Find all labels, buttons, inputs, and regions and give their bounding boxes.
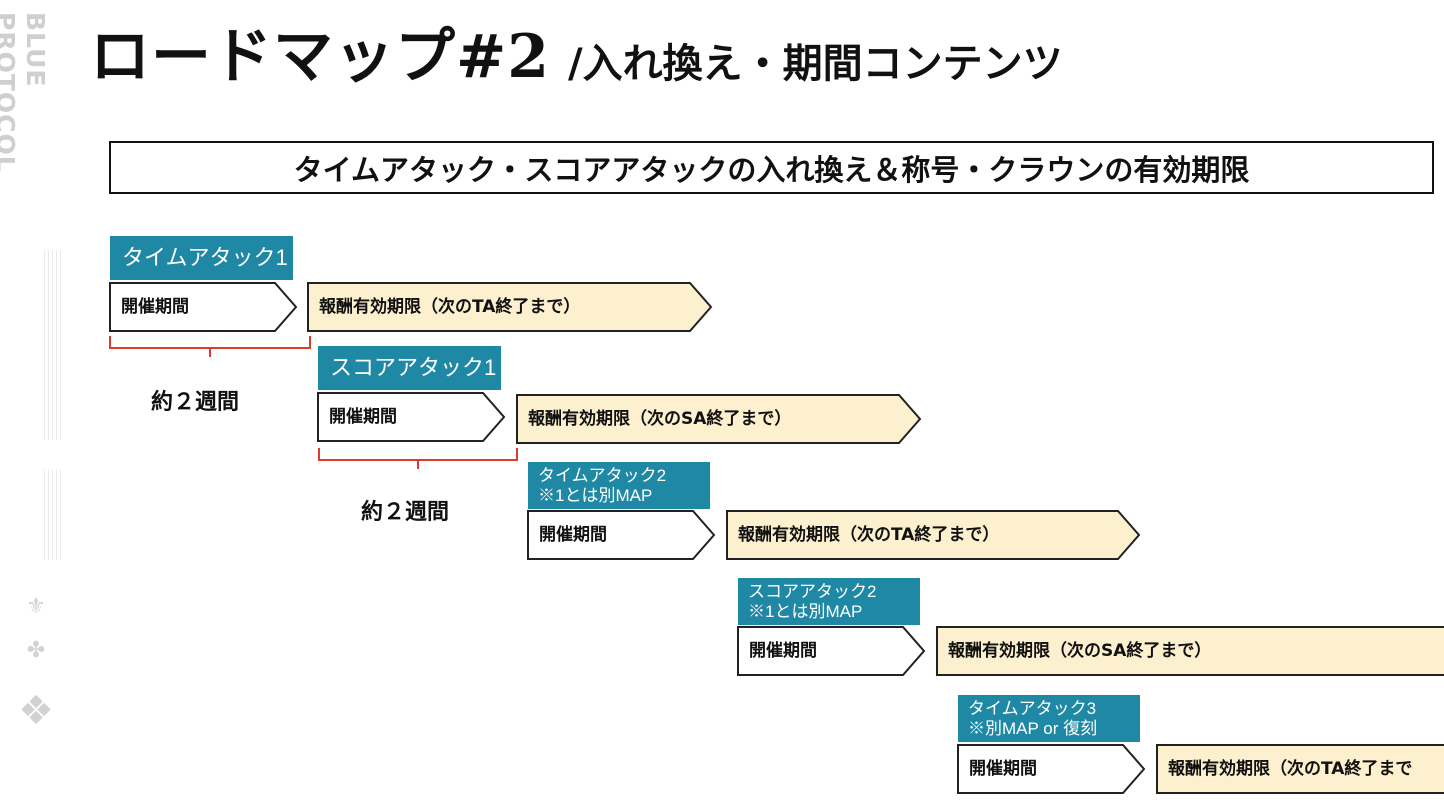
crest-icon: ❖ — [18, 688, 54, 734]
span-label-2: 約２週間 — [361, 500, 450, 525]
reward-label: 報酬有効期限（次のSA終了まで） — [948, 641, 1212, 661]
event-tag-sa2: スコアアタック2 ※1とは別MAP — [738, 578, 920, 625]
headline-text: タイムアタック・スコアアタックの入れ換え＆称号・クラウンの有効期限 — [293, 152, 1250, 187]
period-label: 開催期間 — [749, 641, 817, 661]
brand-strip: BLUE PROTOCOL ⚜ ✤ ❖ — [0, 0, 70, 809]
period-arrow-ta2: 開催期間 — [527, 510, 716, 560]
event-tag-line: タイムアタック2 — [538, 466, 667, 485]
headline-box: タイムアタック・スコアアタックの入れ換え＆称号・クラウンの有効期限 — [109, 141, 1434, 194]
event-tag-line: スコアアタック2 — [748, 582, 877, 601]
period-label: 開催期間 — [329, 407, 397, 427]
brand-fine-print-2 — [44, 470, 64, 560]
event-tag-note: ※1とは別MAP — [748, 602, 863, 621]
event-tag-ta2: タイムアタック2 ※1とは別MAP — [528, 462, 710, 509]
reward-chevron — [307, 282, 713, 332]
period-label: 開催期間 — [969, 759, 1037, 779]
event-tag-ta3: タイムアタック3 ※別MAP or 復刻 — [958, 695, 1140, 742]
event-tag-note: ※1とは別MAP — [538, 486, 653, 505]
event-tag-ta1: タイムアタック1 — [110, 236, 293, 280]
reward-arrow-sa2: 報酬有効期限（次のSA終了まで） — [936, 626, 1444, 676]
event-tag-line: スコアアタック1 — [330, 355, 497, 380]
page-title-main: ロードマップ#2 — [90, 22, 551, 92]
brand-logo: BLUE PROTOCOL — [0, 12, 50, 173]
period-chevron — [317, 392, 506, 442]
reward-arrow-ta3: 報酬有効期限（次のTA終了まで — [1156, 744, 1444, 794]
span-bracket-1 — [109, 336, 311, 357]
reward-arrow-sa1: 報酬有効期限（次のSA終了まで） — [516, 394, 922, 444]
period-arrow-ta3: 開催期間 — [957, 744, 1146, 794]
span-label-1: 約２週間 — [151, 390, 240, 415]
period-chevron — [109, 282, 298, 332]
event-tag-line: タイムアタック3 — [968, 699, 1097, 718]
reward-chevron — [1156, 744, 1444, 794]
reward-label: 報酬有効期限（次のTA終了まで） — [738, 525, 1000, 545]
period-arrow-sa2: 開催期間 — [737, 626, 926, 676]
brand-glyphs: ⚜ ✤ ❖ — [16, 592, 56, 734]
reward-label: 報酬有効期限（次のTA終了まで — [1168, 759, 1413, 779]
period-arrow-ta1: 開催期間 — [109, 282, 298, 332]
period-chevron — [957, 744, 1146, 794]
brand-fine-print — [44, 250, 64, 440]
reward-chevron — [936, 626, 1444, 676]
period-chevron — [527, 510, 716, 560]
page-title: ロードマップ#2 /入れ換え・期間コンテンツ — [90, 8, 1063, 108]
page-title-sub: /入れ換え・期間コンテンツ — [568, 41, 1063, 87]
event-tag-line: タイムアタック1 — [122, 245, 288, 270]
reward-label: 報酬有効期限（次のSA終了まで） — [528, 409, 792, 429]
reward-chevron — [516, 394, 922, 444]
reward-chevron — [726, 510, 1141, 560]
span-bracket-2 — [318, 448, 518, 469]
reward-arrow-ta2: 報酬有効期限（次のTA終了まで） — [726, 510, 1141, 560]
period-label: 開催期間 — [539, 525, 607, 545]
period-chevron — [737, 626, 926, 676]
emblem-icon: ✤ — [26, 638, 46, 663]
watermark-glyph-icon: ⚜ — [26, 594, 46, 619]
event-tag-sa1: スコアアタック1 — [318, 346, 501, 390]
period-arrow-sa1: 開催期間 — [317, 392, 506, 442]
reward-label: 報酬有効期限（次のTA終了まで） — [319, 297, 581, 317]
event-tag-note: ※別MAP or 復刻 — [968, 719, 1098, 738]
reward-arrow-ta1: 報酬有効期限（次のTA終了まで） — [307, 282, 713, 332]
period-label: 開催期間 — [121, 297, 189, 317]
